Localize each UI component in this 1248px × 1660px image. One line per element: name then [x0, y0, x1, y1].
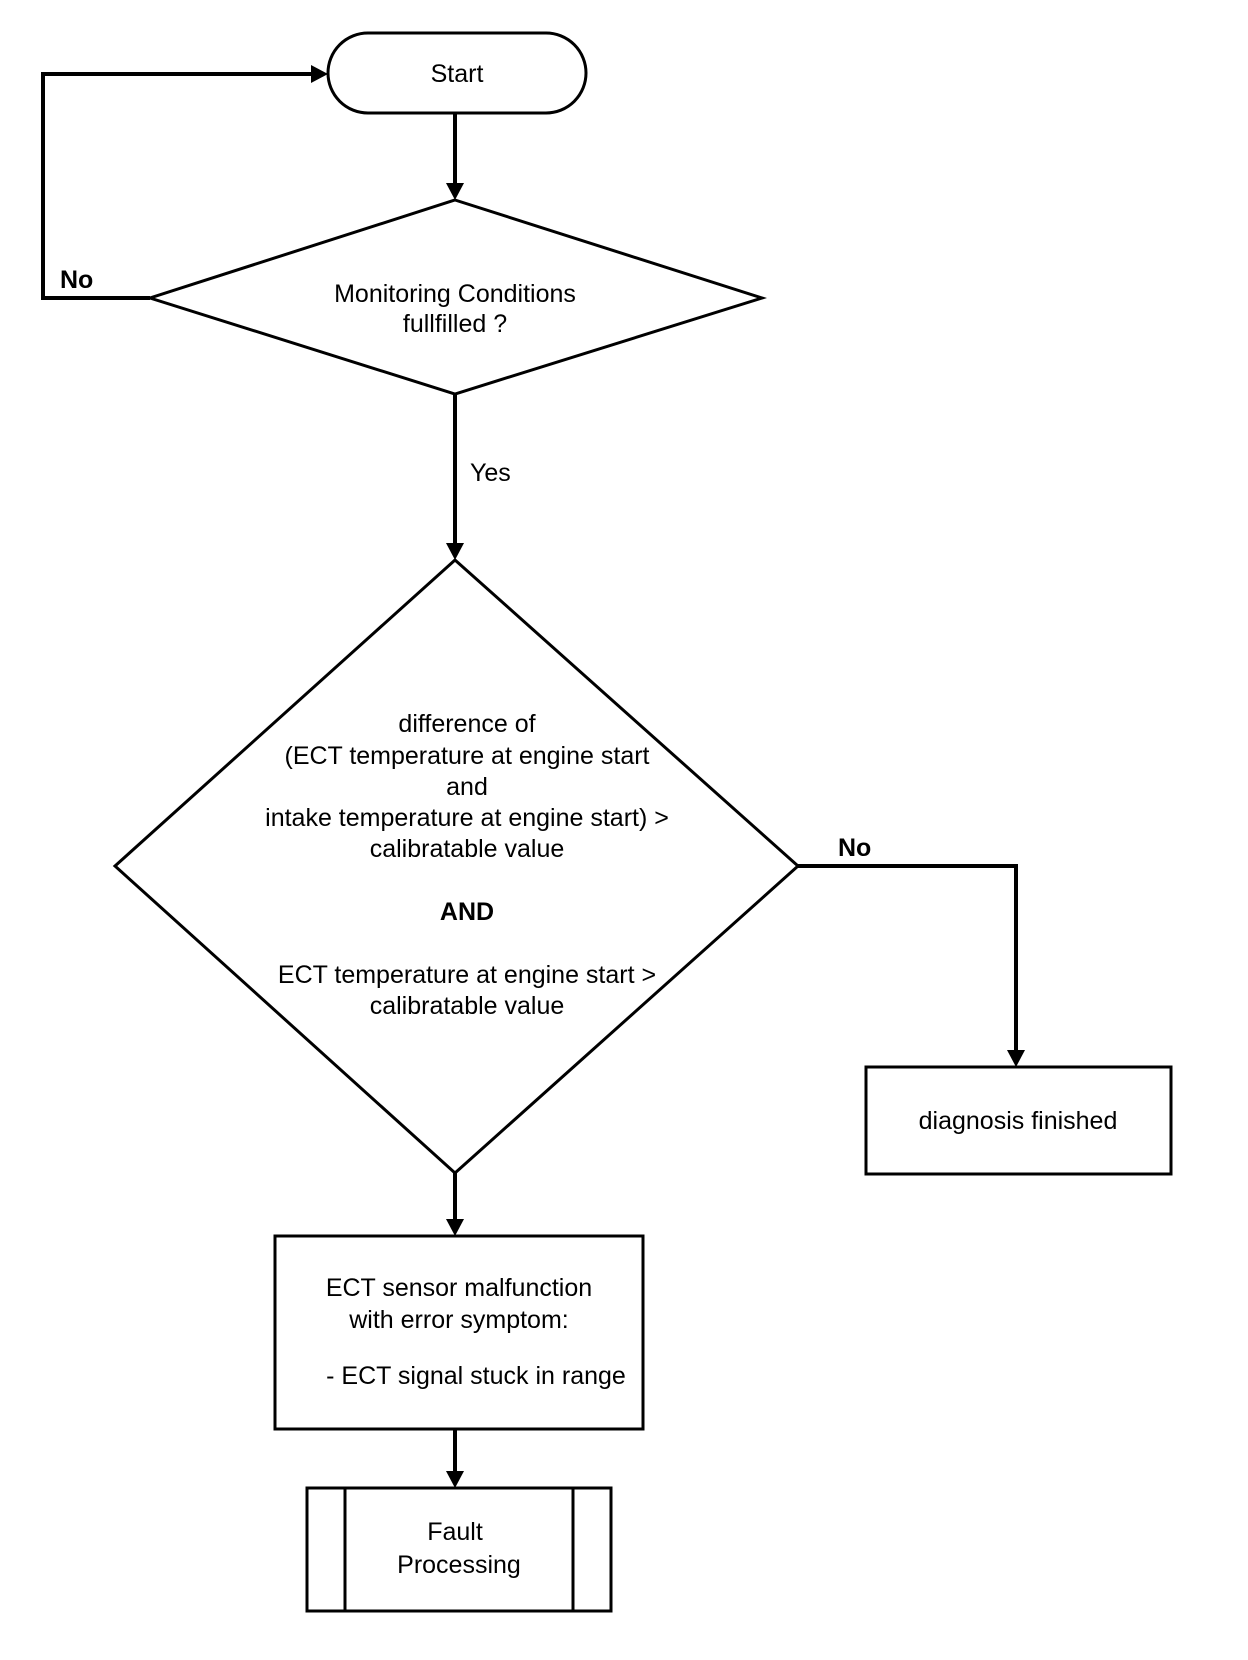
malfunction-label-line-3: - ECT signal stuck in range	[326, 1362, 626, 1390]
temperature-label-line-5: calibratable value	[370, 835, 565, 863]
edge-start-to-monitoring	[446, 113, 464, 200]
arrowhead	[1007, 1050, 1025, 1067]
monitoring-yes-label: Yes	[470, 459, 511, 487]
malfunction-shape	[273, 1234, 645, 1431]
fault-processing-label-line-1: Fault	[427, 1518, 483, 1546]
diagnosis-finished-shape	[864, 1065, 1173, 1176]
malfunction-label-line-1: ECT sensor malfunction	[326, 1274, 592, 1302]
edge-malfunction-to-fault	[446, 1429, 464, 1488]
malfunction-node: ECT sensor malfunction with error sympto…	[273, 1234, 645, 1431]
arrowhead	[311, 65, 328, 83]
temperature-label-line-7: ECT temperature at engine start >	[278, 961, 656, 989]
monitoring-label-line-2: fullfilled ?	[403, 310, 507, 338]
monitoring-decision-node: Monitoring Conditions fullfilled ?	[145, 198, 767, 396]
temperature-decision-node: difference of (ECT temperature at engine…	[112, 557, 801, 1176]
connector-line	[798, 864, 1018, 1052]
fault-processing-shape	[305, 1486, 613, 1613]
temperature-label-and: AND	[440, 898, 494, 926]
arrowhead	[446, 1219, 464, 1236]
malfunction-label-line-2: with error symptom:	[348, 1306, 568, 1334]
monitoring-label-line-1: Monitoring Conditions	[334, 280, 576, 308]
temperature-label-line-8: calibratable value	[370, 992, 565, 1020]
arrowhead	[446, 183, 464, 200]
connector-line	[41, 72, 313, 300]
diagnosis-finished-node: diagnosis finished	[864, 1065, 1173, 1176]
fault-processing-node: Fault Processing	[305, 1486, 613, 1613]
monitoring-no-label: No	[60, 266, 93, 294]
start-label: Start	[431, 60, 484, 88]
arrowhead	[446, 1471, 464, 1488]
edge-monitoring-yes: Yes	[446, 394, 511, 560]
start-node: Start	[326, 31, 588, 115]
edge-monitoring-no-loop: No	[41, 65, 328, 300]
temperature-label-line-1: difference of	[398, 710, 535, 738]
temperature-label-line-2: (ECT temperature at engine start	[285, 742, 650, 770]
arrowhead	[446, 543, 464, 560]
fault-processing-label-line-2: Processing	[397, 1551, 521, 1579]
edge-temperature-no: No	[798, 834, 1025, 1067]
temperature-decision-shape	[112, 557, 801, 1176]
edge-temperature-to-malfunction	[446, 1173, 464, 1236]
temperature-no-label: No	[838, 834, 871, 862]
temperature-label-line-4: intake temperature at engine start) >	[265, 804, 669, 832]
temperature-label-line-3: and	[446, 773, 488, 801]
diagnosis-finished-label: diagnosis finished	[919, 1107, 1118, 1135]
